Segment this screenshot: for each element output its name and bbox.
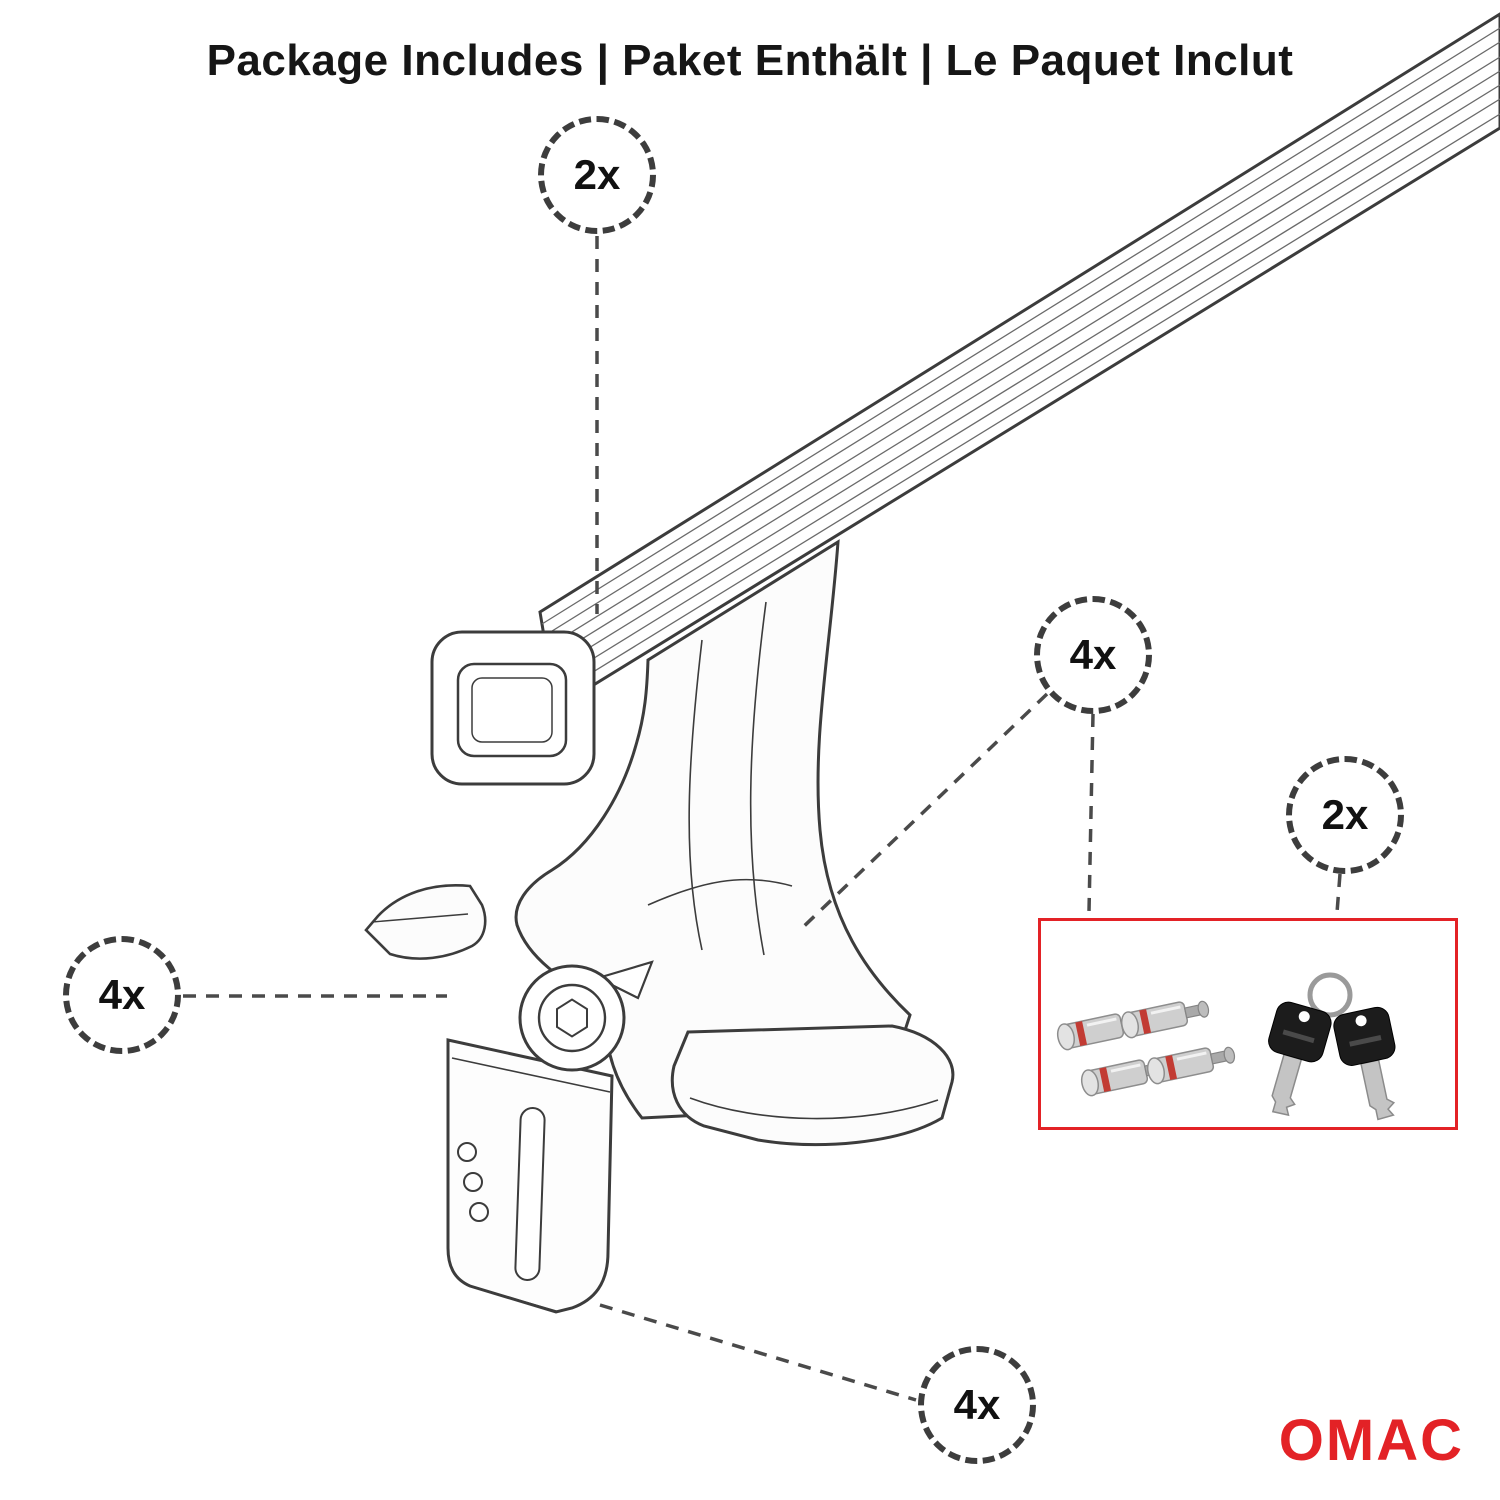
- mounting-foot: [364, 539, 912, 1120]
- hardware-inset-image: [1056, 972, 1396, 1121]
- callout-lock-bolts-qty: 4x: [1034, 596, 1152, 714]
- callout-crossbar-qty: 2x: [538, 116, 656, 234]
- key-ring-icon: [1307, 972, 1353, 1018]
- rubber-base-pad: [670, 1024, 955, 1147]
- crossbar: [538, 12, 1500, 711]
- omac-logo: OMAC: [1278, 1408, 1464, 1473]
- callout-foot-qty: 4x: [63, 936, 181, 1054]
- callout-keys-qty: 2x: [1286, 756, 1404, 874]
- lock-cylinders-image: [1056, 1000, 1236, 1097]
- callout-clamp-qty: 4x: [918, 1346, 1036, 1464]
- keys-image: [1268, 972, 1396, 1121]
- clamp-bracket: [446, 1038, 614, 1314]
- end-cap: [430, 630, 596, 786]
- package-includes-title: Package Includes | Paket Enthält | Le Pa…: [206, 36, 1294, 85]
- hardware-inset-box: [1038, 918, 1458, 1130]
- adjustment-knob: [518, 964, 626, 1072]
